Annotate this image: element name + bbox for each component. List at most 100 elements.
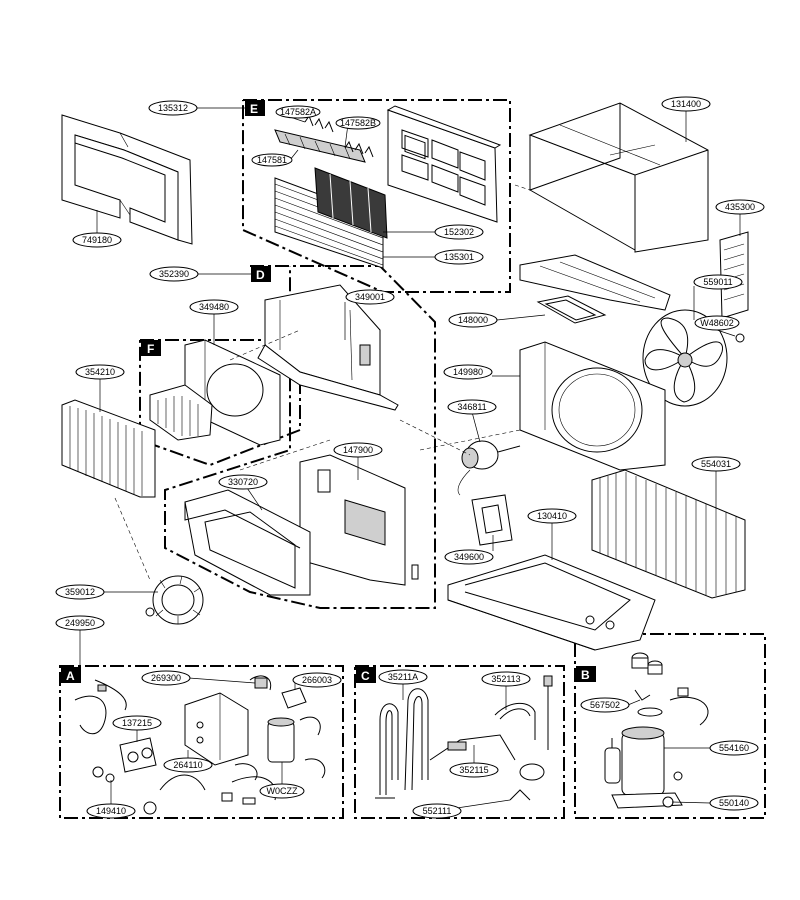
svg-text:152302: 152302: [444, 227, 474, 237]
svg-text:264110: 264110: [173, 760, 202, 770]
callout-147900: 147900: [333, 442, 383, 458]
svg-text:352390: 352390: [159, 269, 189, 279]
svg-text:147581: 147581: [257, 155, 287, 165]
front-grille-drawing: [274, 167, 388, 269]
group-e-boundary: [242, 99, 511, 293]
callout-135301: 135301: [434, 249, 484, 265]
svg-text:135301: 135301: [444, 252, 474, 262]
callout-359012: 359012: [55, 584, 105, 600]
callout-148000: 148000: [448, 312, 498, 328]
evaporator-coil-drawing: [61, 399, 156, 498]
svg-text:137215: 137215: [122, 718, 152, 728]
blower-fan-drawing: [145, 575, 204, 625]
callout-550140: 550140: [709, 795, 759, 811]
panel-clips-drawing: [274, 114, 374, 163]
callout-567502: 567502: [580, 697, 630, 713]
svg-text:269300: 269300: [151, 673, 181, 683]
base-pan-drawing: [447, 554, 656, 651]
callout-147581: 147581: [251, 153, 293, 167]
svg-text:147900: 147900: [343, 445, 373, 455]
svg-text:352115: 352115: [459, 765, 488, 775]
callout-249950: 249950: [55, 615, 105, 631]
callout-264110: 264110: [163, 757, 213, 773]
box-c-piping-drawing: [375, 675, 553, 801]
svg-text:749180: 749180: [82, 235, 112, 245]
callout-w48602: W48602: [694, 315, 740, 331]
svg-text:147582B: 147582B: [340, 118, 376, 128]
svg-text:149410: 149410: [96, 806, 126, 816]
svg-text:249950: 249950: [65, 618, 95, 628]
callout-35211a: 35211A: [378, 669, 428, 685]
callout-147582b: 147582B: [335, 116, 381, 130]
blower-wheel-small-drawing: [149, 384, 213, 441]
svg-text:354210: 354210: [85, 367, 115, 377]
callout-554031: 554031: [691, 456, 741, 472]
svg-text:266003: 266003: [302, 675, 332, 685]
group-tag-d: D: [251, 266, 271, 282]
callout-749180: 749180: [72, 232, 122, 248]
box-a-electrical-drawing: [74, 675, 326, 815]
svg-text:330720: 330720: [228, 477, 258, 487]
svg-text:552111: 552111: [423, 806, 452, 816]
fan-motor-drawing: [457, 440, 521, 496]
callout-330720: 330720: [218, 474, 268, 490]
callout-352113: 352113: [481, 671, 531, 687]
svg-text:E: E: [250, 102, 258, 116]
svg-text:435300: 435300: [725, 202, 755, 212]
svg-text:131400: 131400: [671, 99, 701, 109]
svg-text:554031: 554031: [701, 459, 731, 469]
svg-text:550140: 550140: [719, 798, 749, 808]
svg-text:35211A: 35211A: [388, 672, 418, 682]
callout-147582a: 147582A: [275, 105, 321, 119]
callout-135312: 135312: [148, 100, 198, 116]
fan-shroud-drawing: [519, 341, 666, 471]
svg-text:A: A: [66, 669, 75, 683]
callout-349480: 349480: [189, 299, 239, 315]
callout-554160: 554160: [709, 740, 759, 756]
svg-text:C: C: [361, 669, 370, 683]
svg-text:130410: 130410: [537, 511, 567, 521]
svg-text:349001: 349001: [355, 292, 385, 302]
air-guide-drawing: [519, 254, 671, 324]
evaporator-support-drawing: [257, 284, 399, 411]
callout-130410: 130410: [527, 508, 577, 524]
front-frame-drawing: [61, 114, 193, 245]
group-tag-b: B: [576, 666, 596, 682]
svg-text:352113: 352113: [491, 674, 520, 684]
drain-pan-drawing: [184, 489, 311, 596]
svg-text:135312: 135312: [158, 103, 188, 113]
control-box-drawing: [299, 454, 419, 586]
svg-text:349600: 349600: [454, 552, 484, 562]
svg-text:147582A: 147582A: [280, 107, 316, 117]
group-tag-c: C: [356, 667, 376, 683]
svg-text:349480: 349480: [199, 302, 229, 312]
svg-text:554160: 554160: [719, 743, 749, 753]
group-a-boundary: [59, 665, 344, 819]
callout-349001: 349001: [345, 289, 395, 305]
callout-131400: 131400: [661, 96, 711, 112]
condenser-coil-drawing: [591, 469, 746, 599]
callout-354210: 354210: [75, 364, 125, 380]
callout-349600: 349600: [444, 549, 494, 565]
callout-435300: 435300: [715, 199, 765, 215]
callout-152302: 152302: [434, 224, 484, 240]
group-b-boundary: [574, 633, 766, 819]
callout-346811: 346811: [447, 399, 497, 415]
assembly-lines: [114, 329, 521, 581]
svg-text:346811: 346811: [457, 402, 486, 412]
group-tag-a: A: [61, 667, 81, 683]
callout-149980: 149980: [443, 364, 493, 380]
callout-137215: 137215: [112, 715, 162, 731]
svg-text:149980: 149980: [453, 367, 483, 377]
callout-266003: 266003: [292, 672, 342, 688]
svg-text:W0CZZ: W0CZZ: [267, 786, 298, 796]
callout-552111: 552111: [412, 803, 462, 819]
callout-559011: 559011: [693, 274, 743, 290]
callout-w0czz: W0CZZ: [259, 783, 305, 799]
svg-text:W48602: W48602: [700, 318, 734, 328]
condenser-fan-drawing: [642, 309, 745, 407]
group-tag-f: F: [141, 340, 161, 356]
box-b-compressor-drawing: [604, 652, 709, 809]
svg-text:F: F: [147, 342, 154, 356]
